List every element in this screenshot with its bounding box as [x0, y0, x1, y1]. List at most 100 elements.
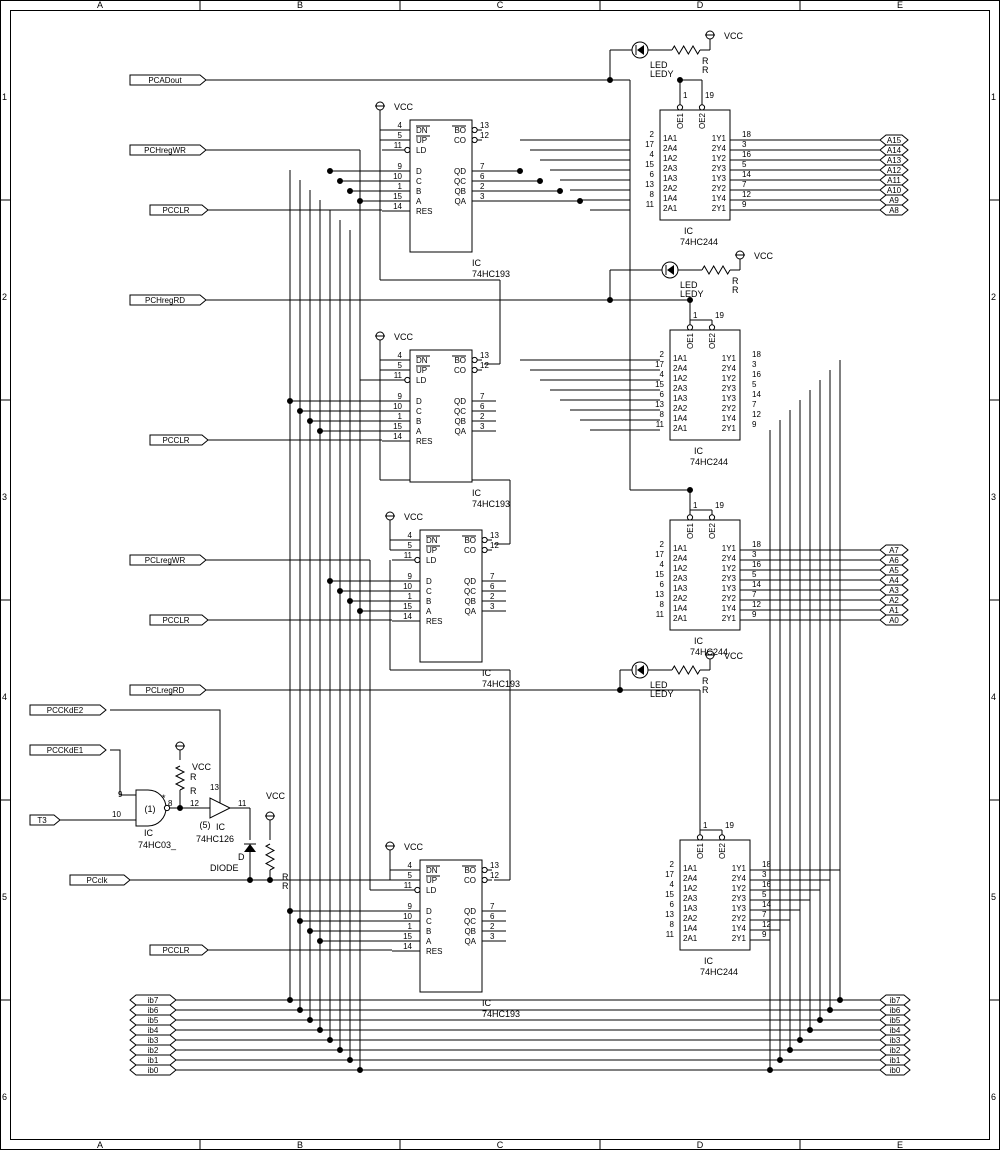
counter-input-label: RES: [416, 437, 432, 446]
bus-right-0-label: ib7: [890, 996, 901, 1005]
pin-number: 5: [762, 890, 767, 899]
buffer-input-label: 2A1: [673, 614, 688, 623]
resistor: [701, 265, 731, 275]
pin-number: 11: [656, 420, 665, 429]
buffer-input-label: 1A1: [673, 354, 688, 363]
pin-number: 2: [650, 130, 655, 139]
led-name: LED: [650, 680, 668, 690]
pin-number: 18: [752, 350, 761, 359]
buffer-input-label: 1A2: [673, 564, 688, 573]
inversion-bubble: [676, 104, 684, 111]
counter-output-label: QC: [464, 917, 476, 926]
pin-number: 7: [752, 590, 757, 599]
inversion-bubble: [686, 324, 694, 331]
pcclk-port: [69, 874, 131, 886]
addr-high-0-label: A15: [887, 136, 902, 145]
counter-u2: [409, 349, 473, 483]
pin-number: 9: [408, 572, 413, 581]
buffer-output-label: 2Y3: [722, 384, 737, 393]
pin-number: 1: [398, 412, 403, 421]
inversion-bubble: [481, 546, 488, 554]
pin-number: 10: [403, 912, 412, 921]
pcadout-label: PCADout: [148, 76, 182, 85]
vcc-label: VCC: [724, 651, 744, 661]
pin-number: 13: [480, 351, 489, 360]
led-arrow: [637, 665, 644, 675]
pin-number: 15: [403, 602, 412, 611]
pin-number: 15: [665, 890, 674, 899]
row-label: 2: [991, 292, 996, 302]
counter-input-label: C: [416, 177, 422, 186]
pin-number: 18: [762, 860, 771, 869]
addr-high-7-label: A8: [889, 206, 899, 215]
junction-dot: [327, 168, 333, 174]
ic-name: IC: [684, 226, 694, 236]
buffer-output-label: 2Y4: [722, 554, 737, 563]
inversion-bubble: [404, 146, 411, 154]
buffer-output-label: 1Y1: [712, 134, 727, 143]
counter-input-label: D: [416, 167, 422, 176]
oe-label: OE1: [686, 522, 695, 539]
buffer-output-label: 2Y1: [722, 614, 737, 623]
junction-dot: [687, 297, 693, 303]
pcclr-4-label: PCCLR: [162, 946, 189, 955]
pin-number: 5: [398, 131, 403, 140]
pin-number: 1: [693, 501, 698, 510]
pin-number: 11: [666, 930, 675, 939]
pin-number: 2: [480, 412, 485, 421]
pin-number: 10: [112, 810, 121, 819]
pchregwr-port: [129, 144, 207, 156]
t3-label: T3: [37, 816, 47, 825]
bus-left-7-port: [129, 1064, 177, 1076]
buffer-output-label: 2Y4: [732, 874, 747, 883]
pin-number: 9: [742, 200, 747, 209]
led-arrow: [667, 265, 674, 275]
inversion-bubble: [481, 536, 488, 544]
wire: [110, 709, 221, 790]
buffer-input-label: 2A1: [663, 204, 678, 213]
column-label: E: [897, 1140, 903, 1150]
buffer-output-label: 1Y1: [722, 354, 737, 363]
pin-number: 12: [480, 361, 489, 370]
pin-number: 6: [650, 170, 655, 179]
pin-number: 18: [742, 130, 751, 139]
buffer-input-label: 2A3: [663, 164, 678, 173]
pin-number: 3: [480, 422, 485, 431]
ic-part: 74HC244: [690, 457, 728, 467]
ic-part: 74HC193: [472, 269, 510, 279]
pin-number: 14: [752, 390, 761, 399]
pin-number: 7: [762, 910, 767, 919]
ic-name: IC: [472, 488, 482, 498]
pin-number: 14: [403, 942, 412, 951]
pin-number: 13: [490, 861, 499, 870]
resistor: [671, 665, 701, 675]
vcc-label: VCC: [394, 102, 414, 112]
pclregrd-label: PCLregRD: [146, 686, 185, 695]
counter-output-label: CO: [464, 546, 476, 555]
counter-output-label: QB: [454, 417, 466, 426]
resistor-value: R: [732, 285, 739, 295]
counter-input-label: A: [416, 197, 422, 206]
buffer-input-label: 1A3: [683, 904, 698, 913]
buffer-input-label: 2A4: [673, 364, 688, 373]
pin-number: 5: [742, 160, 747, 169]
pin-number: 1: [398, 182, 403, 191]
buffer-input-label: 2A2: [673, 594, 688, 603]
pin-number: 3: [490, 932, 495, 941]
counter-output-label: QA: [464, 937, 476, 946]
counter-input-label: RES: [426, 947, 442, 956]
vcc-label: VCC: [394, 332, 414, 342]
counter-input-label: A: [416, 427, 422, 436]
pcckde1-port: [29, 744, 107, 756]
inversion-bubble: [471, 126, 478, 134]
ic-name: IC: [216, 822, 226, 832]
buffer-input-label: 1A2: [663, 154, 678, 163]
counter-input-label: DN: [416, 126, 428, 135]
pin-number: 10: [393, 172, 402, 181]
counter-input-label: B: [426, 597, 431, 606]
bus-right-1-label: ib6: [890, 1006, 901, 1015]
ic-name: IC: [694, 446, 704, 456]
ic-part: 74HC244: [680, 237, 718, 247]
pin-number: 9: [752, 610, 757, 619]
diode-symbol: [244, 844, 256, 852]
